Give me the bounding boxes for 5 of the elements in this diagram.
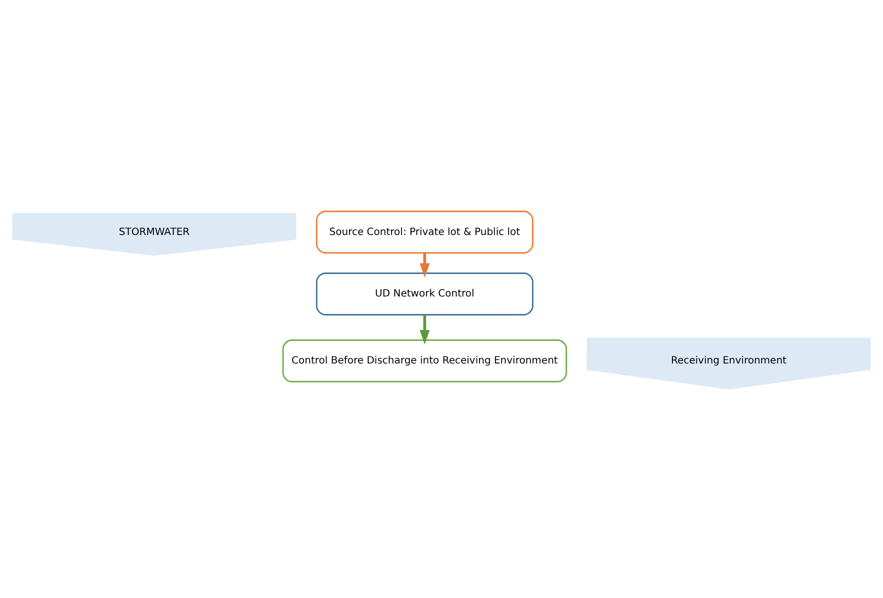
node-box: Source Control: Private lot & Public lot [316, 210, 534, 254]
node-box: UD Network Control [316, 272, 534, 316]
arrow [420, 315, 430, 344]
arrow [420, 252, 430, 278]
node-box: Control Before Discharge into Receiving Environment [282, 339, 568, 382]
